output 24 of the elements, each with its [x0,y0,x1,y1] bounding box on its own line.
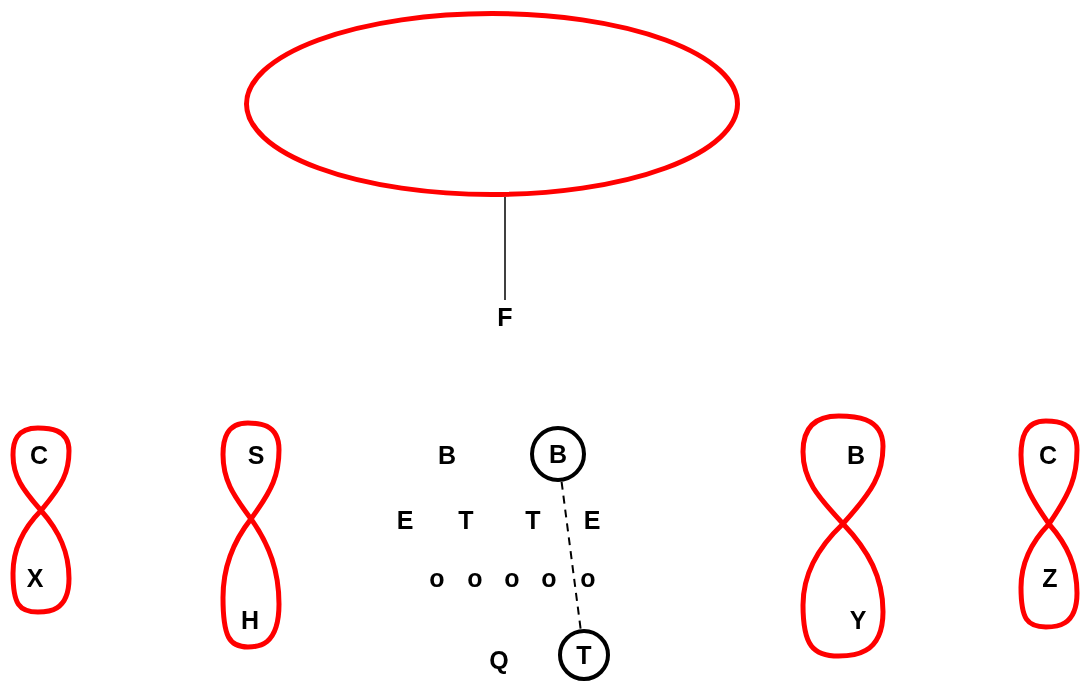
position-letter: T [525,507,541,533]
position-letter: B [846,442,866,468]
position-letter: C [29,442,49,468]
position-letter: Z [1042,565,1058,591]
position-letter: o [504,565,520,591]
position-letter: X [26,565,44,591]
position-letter: B [437,442,457,468]
position-letter: o [467,565,483,591]
position-letter: F [497,304,513,330]
player-letter: T [576,642,592,668]
position-letter: Y [849,607,867,633]
position-letter: E [396,507,414,533]
position-letter: T [458,507,474,533]
position-letter: o [541,565,557,591]
position-letter: o [429,565,445,591]
dashed-route-line [560,480,582,631]
position-letter: E [583,507,601,533]
position-letter: Q [489,647,509,673]
player-letter: B [548,441,568,467]
position-letter: o [580,565,596,591]
position-letter: C [1038,442,1058,468]
position-letter: S [247,442,265,468]
position-letter: H [240,607,260,633]
leader-line [504,196,506,301]
